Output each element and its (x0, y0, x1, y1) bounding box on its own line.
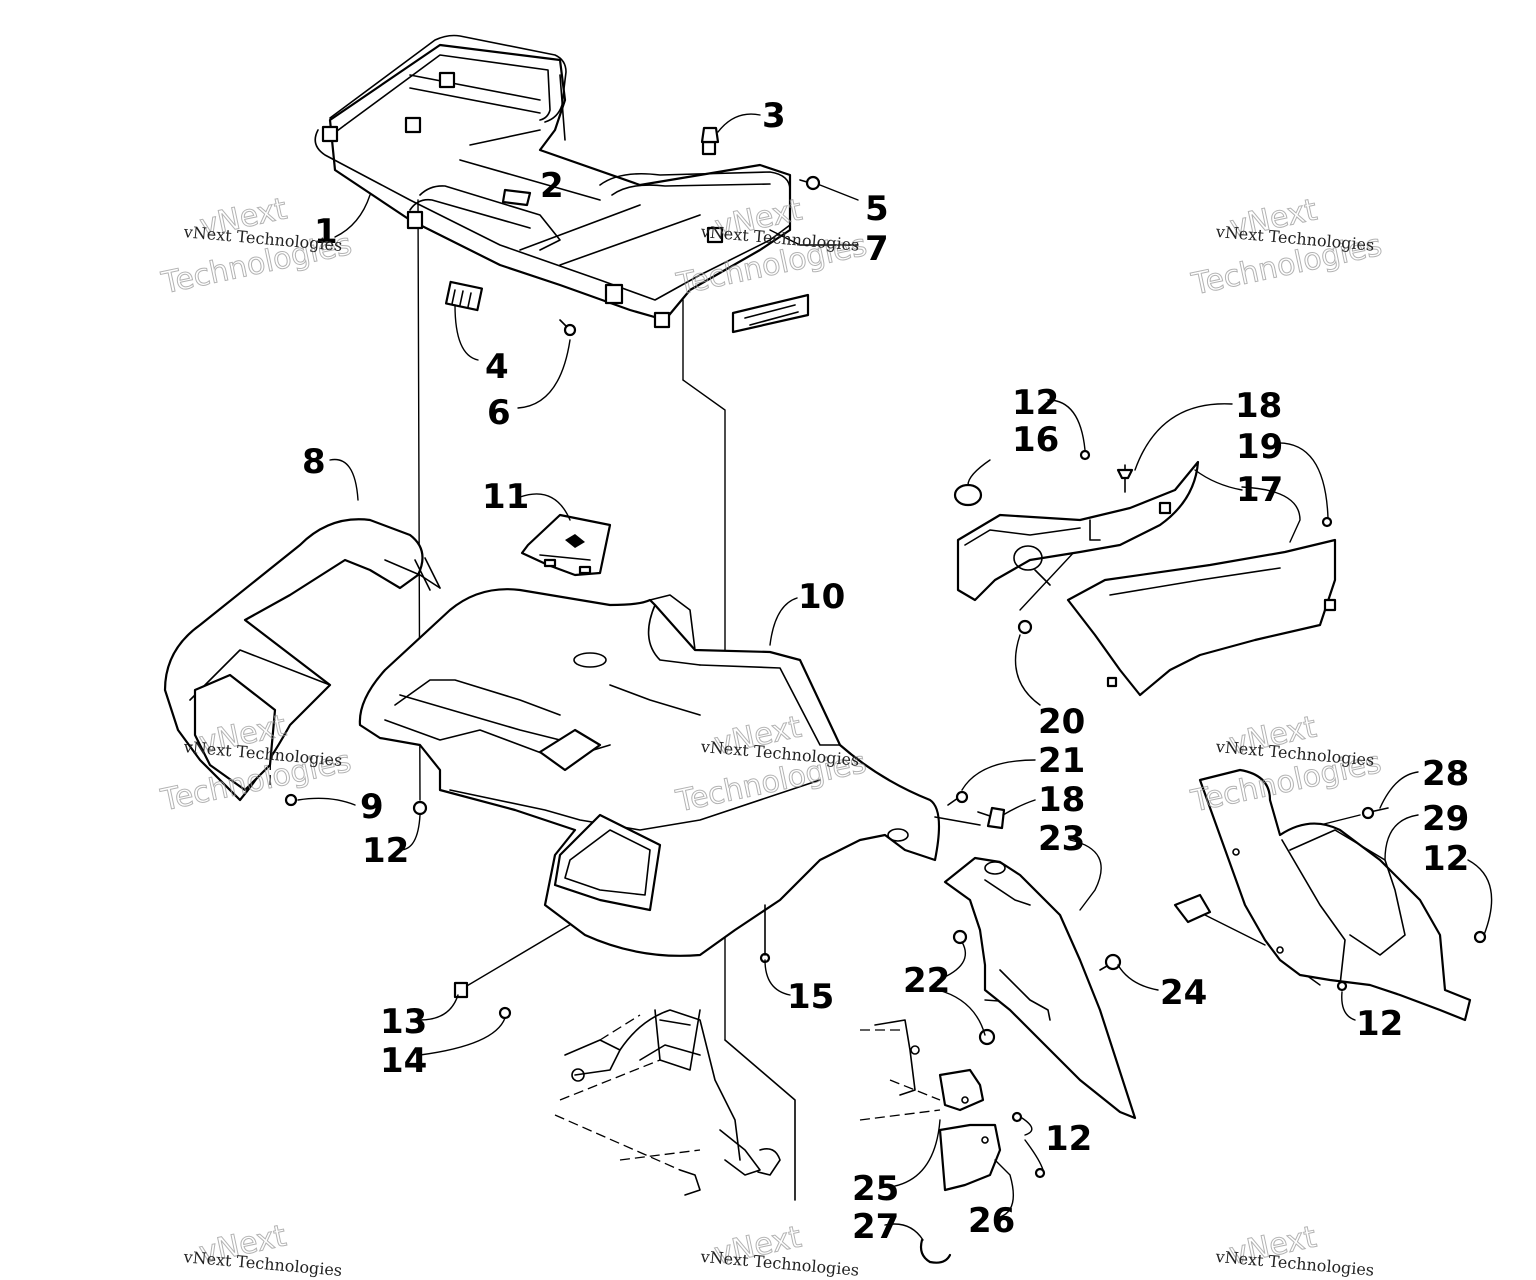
clip-ring-27 (919, 1238, 952, 1264)
fastener-19 (1321, 516, 1333, 528)
bolt-24 (1099, 953, 1122, 971)
reflector-part (731, 293, 810, 334)
callout-12-right-bottom: 12 (1356, 1004, 1403, 1044)
callout-26: 26 (968, 1201, 1015, 1241)
callout-21: 21 (1038, 741, 1085, 781)
callout-9: 9 (360, 787, 384, 827)
fastener-20 (1017, 619, 1033, 635)
callout-labels: 1 2 3 4 5 6 7 8 9 10 11 12 12 12 12 12 1… (302, 96, 1469, 1247)
callout-leaders (297, 113, 1493, 1241)
fastener-9 (284, 793, 298, 807)
callout-5: 5 (865, 189, 889, 229)
callout-20: 20 (1038, 702, 1085, 742)
decal-part (501, 188, 532, 207)
callout-12-right-top: 12 (1422, 839, 1469, 879)
watermark-group: vNext Technologies vNext Technologies vN… (157, 191, 1386, 1280)
callout-4: 4 (485, 347, 509, 387)
fastener-12-right-a (1473, 930, 1487, 944)
callout-25: 25 (852, 1169, 899, 1209)
left-fender-part (163, 518, 441, 802)
frame-part (554, 1009, 796, 1201)
callout-2: 2 (540, 166, 564, 206)
watermark-top-center: vNext Technologies vNext Technologies (673, 192, 871, 303)
callout-24: 24 (1160, 973, 1207, 1013)
watermark-bottom-left: vNext vNext Technologies (182, 1218, 343, 1280)
callout-17: 17 (1236, 470, 1283, 510)
cap-part (520, 513, 612, 577)
callout-3: 3 (762, 96, 786, 136)
callout-22: 22 (903, 961, 950, 1001)
callout-27: 27 (852, 1207, 899, 1247)
push-rivet-18-mid (977, 806, 1006, 830)
nut-13 (453, 981, 469, 999)
rack-part (314, 34, 792, 329)
callout-14: 14 (380, 1041, 427, 1081)
fastener-12-top (1079, 449, 1091, 461)
front-body-part (358, 588, 941, 957)
watermark-top-right: vNext Technologies vNext Technologies (1188, 192, 1386, 303)
callout-23: 23 (1038, 819, 1085, 859)
fastener-21 (947, 790, 969, 806)
fastener-12-bracket-b (1034, 1167, 1046, 1179)
grommet-16 (953, 483, 983, 507)
watermark-top-left: vNext Technologies vNext Technologies (158, 191, 356, 302)
grip-part (444, 280, 484, 312)
fastener-12-left (412, 800, 428, 816)
screw-28 (1361, 806, 1389, 820)
callout-11: 11 (482, 477, 529, 517)
screw-14 (498, 1006, 512, 1020)
callout-15: 15 (787, 977, 834, 1017)
washer-22a (952, 929, 968, 945)
callout-16: 16 (1012, 420, 1059, 460)
callout-6: 6 (487, 393, 511, 433)
screw-part-6 (559, 319, 577, 337)
right-fender-part (1173, 768, 1472, 1022)
bracket-part (859, 1019, 1002, 1192)
callout-12-bracket: 12 (1045, 1119, 1092, 1159)
callout-10: 10 (798, 577, 845, 617)
watermark-bottom-right: vNext vNext Technologies (1214, 1219, 1375, 1280)
callout-8: 8 (302, 442, 326, 482)
clip-part (700, 126, 720, 144)
callout-29: 29 (1422, 799, 1469, 839)
callout-28: 28 (1422, 754, 1469, 794)
callout-18-mid: 18 (1038, 780, 1085, 820)
callout-18-top: 18 (1235, 386, 1282, 426)
fastener-12-bracket-a (1011, 1111, 1023, 1123)
mud-guard-part (943, 856, 1137, 1120)
watermark-mid-right: vNext Technologies vNext Technologies (1187, 709, 1385, 820)
side-panel-part (956, 460, 1337, 697)
screw-part-5 (799, 175, 821, 191)
callout-12-top: 12 (1012, 383, 1059, 423)
washer-22b (978, 1028, 996, 1046)
callout-1: 1 (314, 212, 338, 252)
callout-12-left: 12 (362, 831, 409, 871)
callout-13: 13 (380, 1002, 427, 1042)
callout-19: 19 (1236, 427, 1283, 467)
watermark-bottom-center: vNext vNext Technologies (699, 1219, 860, 1280)
push-rivet-18-top (1116, 464, 1134, 493)
fastener-12-right-b (1336, 980, 1348, 992)
callout-7: 7 (865, 229, 889, 269)
